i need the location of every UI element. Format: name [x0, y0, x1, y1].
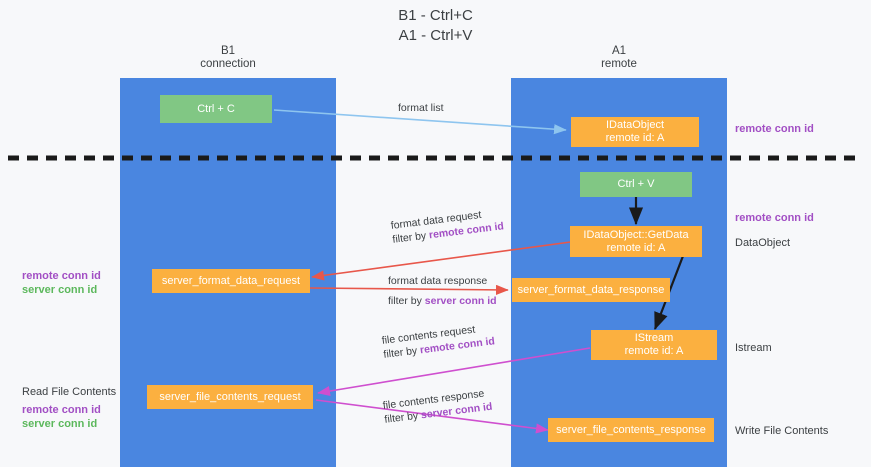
box-server-format-data-request[interactable]: server_format_data_request [152, 269, 310, 293]
edge-label-fmt-resp-line2-em: server conn id [424, 295, 497, 307]
box-server-format-data-request-label: server_format_data_request [161, 274, 301, 287]
box-idataobject-getdata[interactable]: IDataObject::GetData remote id: A [570, 226, 702, 257]
page-title: B1 - Ctrl+C A1 - Ctrl+V [0, 6, 871, 46]
box-istream-label: IStream [634, 332, 674, 344]
side-label-left-remote-conn-id-bot: remote conn id [22, 404, 101, 416]
box-ctrl-c-label: Ctrl + C [197, 102, 235, 115]
box-ctrl-v-label: Ctrl + V [617, 178, 655, 190]
edge-label-fmt-req-line2-pre: filter by [391, 229, 430, 246]
lane-header-b1-name: B1 [220, 45, 236, 57]
title-line-2: A1 - Ctrl+V [398, 27, 473, 44]
lane-header-a1-name: A1 [611, 45, 627, 57]
side-label-dataobject: DataObject [735, 237, 791, 249]
side-label-left-server-conn-id-bot: server conn id [22, 418, 98, 430]
box-idataobject-remote-id: remote id: A [605, 132, 665, 144]
edge-label-file-contents-request: file contents request filter by remote c… [381, 320, 496, 361]
box-server-file-contents-response-label: server_file_contents_response [556, 423, 706, 436]
box-idataobject[interactable]: IDataObject remote id: A [571, 117, 699, 147]
edge-label-file-req-line2-pre: filter by [382, 344, 421, 361]
side-label-istream: Istream [735, 342, 772, 354]
edge-label-format-data-response: format data response filter by server co… [388, 274, 497, 308]
side-label-write-file-contents: Write File Contents [735, 425, 829, 437]
edge-label-fmt-resp-line1: format data response [388, 275, 488, 287]
box-server-file-contents-request-label: server_file_contents_request [159, 390, 301, 403]
side-label-remote-conn-id-mid: remote conn id [735, 212, 814, 224]
edge-label-fmt-resp-line2-pre: filter by [388, 295, 425, 307]
edge-label-format-list-text: format list [398, 102, 444, 114]
box-idataobject-label: IDataObject [605, 119, 665, 131]
edge-label-file-contents-response: file contents response filter by server … [382, 386, 493, 427]
edge-label-file-resp-line2-pre: filter by [383, 409, 422, 426]
lane-header-a1: A1 remote [511, 45, 727, 71]
box-server-file-contents-request[interactable]: server_file_contents_request [147, 385, 313, 409]
box-ctrl-c[interactable]: Ctrl + C [160, 95, 272, 123]
lane-header-a1-role: remote [601, 58, 637, 70]
box-server-format-data-response[interactable]: server_format_data_response [512, 278, 670, 302]
box-istream[interactable]: IStream remote id: A [591, 330, 717, 360]
lane-header-b1: B1 connection [120, 45, 336, 71]
box-istream-remote-id: remote id: A [624, 345, 684, 357]
side-label-left-remote-conn-id-mid: remote conn id [22, 270, 101, 282]
side-label-read-file-contents: Read File Contents [22, 386, 117, 398]
box-server-format-data-response-label: server_format_data_response [517, 283, 665, 296]
edge-label-format-data-request: format data request filter by remote con… [390, 205, 505, 246]
box-ctrl-v[interactable]: Ctrl + V [580, 172, 692, 197]
box-server-file-contents-response[interactable]: server_file_contents_response [548, 418, 714, 442]
box-getdata-label: IDataObject::GetData [583, 228, 689, 241]
title-line-1: B1 - Ctrl+C [398, 7, 473, 24]
box-getdata-remote-id: remote id: A [606, 241, 666, 254]
lane-header-b1-role: connection [200, 58, 256, 70]
side-label-remote-conn-id-top: remote conn id [735, 123, 814, 135]
side-label-left-server-conn-id-mid: server conn id [22, 284, 98, 296]
edge-label-format-list: format list [398, 101, 444, 115]
